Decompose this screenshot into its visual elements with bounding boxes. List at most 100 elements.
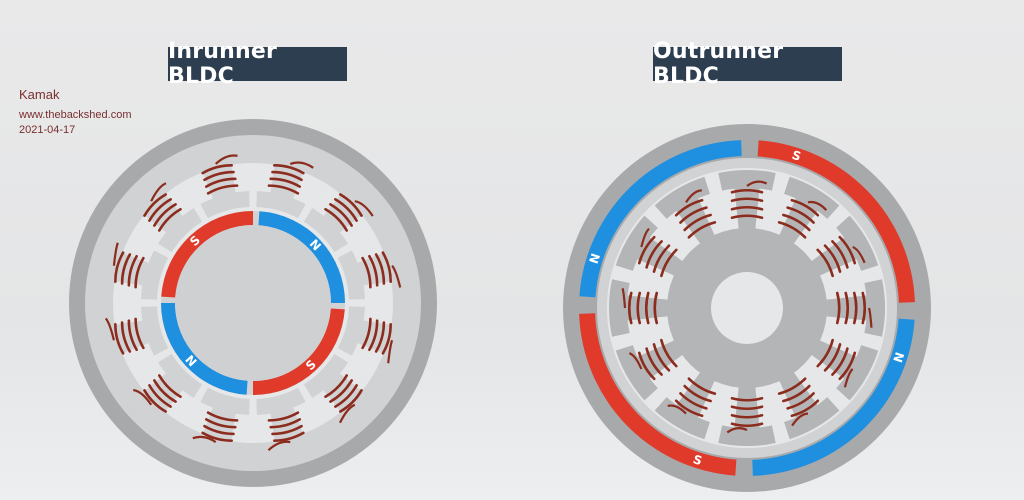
coil-turn bbox=[852, 291, 858, 325]
coil-turn bbox=[674, 198, 704, 217]
coil-turn bbox=[653, 291, 659, 325]
coil-turn bbox=[153, 379, 177, 403]
stator-coil bbox=[112, 242, 145, 289]
coil-lead bbox=[667, 404, 687, 415]
coil-lead bbox=[133, 388, 153, 406]
tooth-tip bbox=[200, 387, 250, 415]
coil-turn bbox=[148, 384, 172, 408]
coil-turn bbox=[683, 213, 712, 232]
coil-lead bbox=[150, 182, 167, 202]
coil-turn bbox=[660, 248, 678, 278]
stator-coil bbox=[621, 287, 659, 325]
coil-turn bbox=[204, 418, 237, 429]
coil-lead bbox=[387, 339, 394, 364]
tooth-tip bbox=[141, 306, 169, 356]
coil-turn bbox=[206, 411, 239, 422]
rotor-core bbox=[175, 225, 331, 381]
coil-lead bbox=[726, 427, 748, 434]
tooth-tip bbox=[158, 208, 203, 253]
rotor-magnet bbox=[258, 211, 345, 303]
stator-coil bbox=[777, 198, 828, 239]
coil-turn bbox=[683, 384, 712, 403]
rotor-magnet bbox=[752, 318, 915, 476]
coil-lead bbox=[339, 403, 356, 424]
coil-turn bbox=[835, 291, 841, 325]
coil-turn bbox=[339, 193, 363, 217]
coil-lead bbox=[867, 307, 873, 328]
coil-turn bbox=[153, 203, 177, 227]
coil-turn bbox=[652, 343, 671, 372]
coil-turn bbox=[206, 184, 239, 195]
coil-turn bbox=[120, 321, 132, 353]
coil-turn bbox=[790, 198, 820, 217]
coil-turn bbox=[838, 235, 857, 265]
coil-turn bbox=[823, 244, 842, 273]
stator-coil bbox=[324, 374, 363, 424]
coil-turn bbox=[644, 291, 650, 325]
coil-turn bbox=[267, 411, 300, 422]
coil-turn bbox=[271, 170, 303, 182]
coil-turn bbox=[838, 351, 857, 381]
tooth-tip bbox=[609, 279, 630, 337]
coil-lead bbox=[791, 412, 809, 427]
coil-turn bbox=[687, 377, 717, 395]
coil-turn bbox=[679, 392, 708, 410]
coil-turn bbox=[844, 291, 850, 325]
coil-lead bbox=[354, 200, 374, 217]
stator-coil bbox=[667, 377, 717, 418]
coil-lead bbox=[104, 317, 115, 341]
coil-turn bbox=[730, 396, 764, 402]
coil-turn bbox=[267, 184, 300, 195]
tooth-tip bbox=[864, 279, 885, 337]
coil-turn bbox=[134, 256, 145, 289]
coil-turn bbox=[730, 188, 764, 194]
coil-lead bbox=[640, 227, 650, 248]
coil-turn bbox=[269, 177, 302, 188]
coil-turn bbox=[120, 253, 132, 285]
coil-turn bbox=[777, 221, 807, 239]
tooth-tip bbox=[256, 191, 306, 219]
coil-turn bbox=[782, 384, 811, 403]
coil-turn bbox=[143, 193, 167, 217]
coil-lead bbox=[685, 189, 702, 203]
coil-turn bbox=[158, 374, 182, 398]
tooth-tip bbox=[836, 345, 879, 401]
coil-turn bbox=[361, 256, 372, 289]
coil-turn bbox=[777, 377, 807, 395]
coil-turn bbox=[652, 244, 671, 273]
coil-turn bbox=[645, 240, 663, 269]
coil-turn bbox=[334, 198, 358, 222]
coil-turn bbox=[831, 240, 849, 269]
coil-turn bbox=[273, 431, 305, 442]
coil-turn bbox=[148, 198, 172, 222]
coil-turn bbox=[361, 317, 372, 350]
coil-turn bbox=[203, 170, 235, 182]
rotor-magnet bbox=[757, 140, 915, 303]
coil-turn bbox=[201, 164, 233, 175]
coil-turn bbox=[637, 351, 656, 381]
coil-lead bbox=[621, 287, 627, 309]
coil-lead bbox=[267, 440, 291, 452]
coil-lead bbox=[214, 154, 238, 165]
coil-turn bbox=[730, 197, 764, 203]
coil-turn bbox=[114, 323, 125, 355]
coil-turn bbox=[790, 399, 820, 418]
coil-turn bbox=[374, 321, 386, 353]
coil-lead bbox=[192, 435, 217, 444]
coil-turn bbox=[329, 379, 353, 403]
stator-coil bbox=[816, 338, 857, 388]
tooth-tip bbox=[654, 397, 710, 440]
stator-coil bbox=[267, 411, 305, 452]
coil-turn bbox=[201, 431, 233, 442]
coil-lead bbox=[628, 352, 643, 370]
tooth-tip bbox=[337, 250, 365, 300]
coil-turn bbox=[674, 399, 704, 418]
stator-coil bbox=[192, 411, 239, 444]
coil-turn bbox=[679, 206, 708, 224]
stator-coil bbox=[816, 235, 866, 278]
stator-coil bbox=[104, 317, 145, 355]
stator-coil bbox=[361, 317, 394, 364]
coil-turn bbox=[374, 253, 386, 285]
